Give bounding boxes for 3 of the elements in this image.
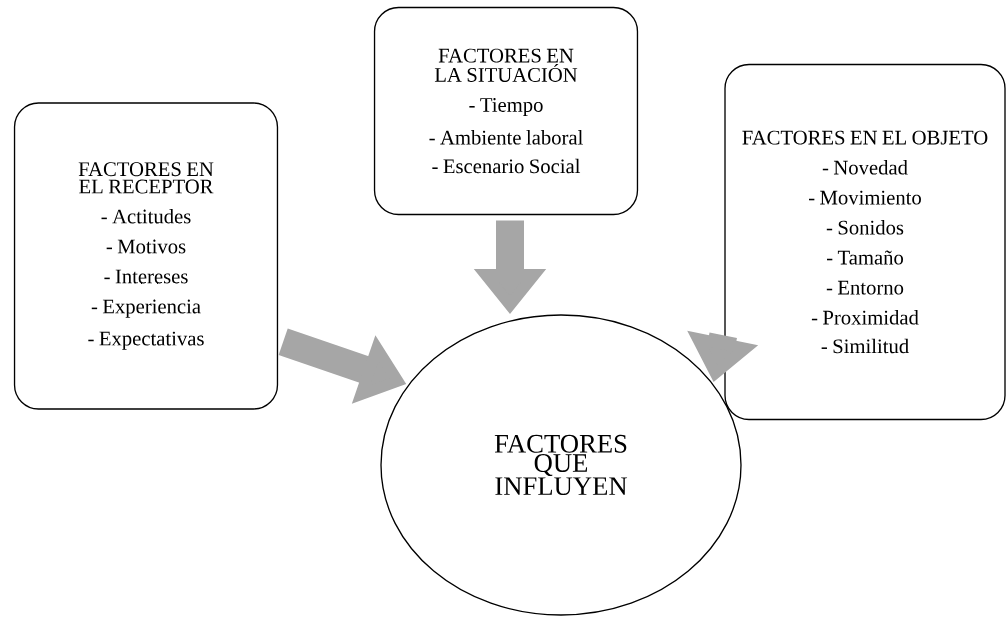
rounded-box: FACTORES EN EL OBJETO - Novedad - Movimiento - Sonidos - Tamaño - Entorno - Proximidad - Similitud bbox=[724, 63, 1006, 421]
rounded-box: FACTORES EN LA SITUACIÓN - Tiempo - Ambiente laboral - Escenario Social bbox=[373, 6, 639, 216]
rounded-box: FACTORES EN EL RECEPTOR - Actitudes - Motivos - Intereses - Experiencia - Expectativas bbox=[13, 102, 279, 410]
